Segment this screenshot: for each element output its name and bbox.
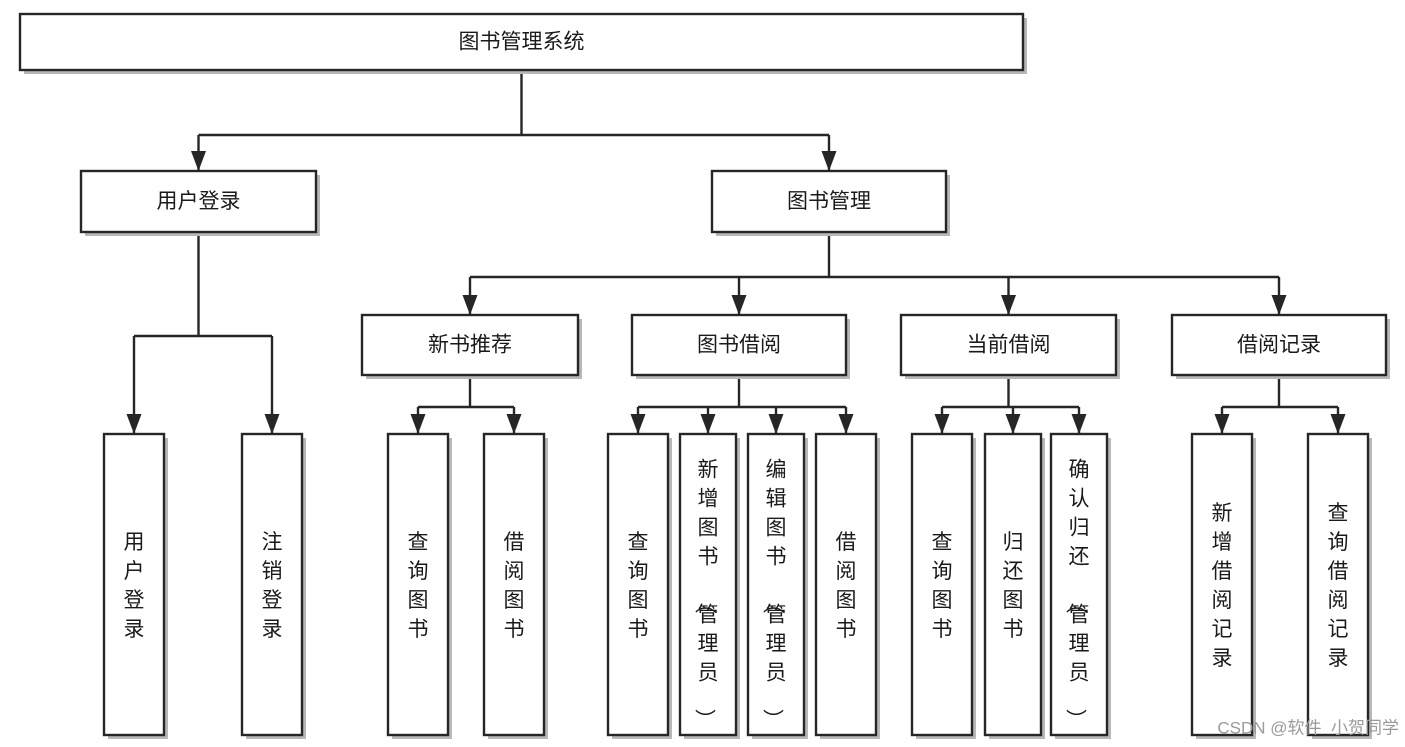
node-new-book-recommend[interactable]: 新书推荐 bbox=[360, 313, 582, 379]
node-box[interactable] bbox=[899, 313, 1118, 377]
node-label: 查询借阅记录 bbox=[1328, 502, 1349, 670]
node-label: 查询图书 bbox=[932, 531, 953, 641]
node-leaf-add-book-admin[interactable]: 新增图书（管理员） bbox=[678, 432, 740, 739]
arrow-head-icon bbox=[821, 151, 837, 171]
node-label: 新增图书（管理员） bbox=[693, 459, 719, 730]
node-box[interactable] bbox=[386, 432, 450, 737]
arrow-head-icon bbox=[1001, 295, 1016, 315]
node-box[interactable] bbox=[910, 432, 974, 737]
node-box[interactable] bbox=[710, 169, 948, 234]
node-label: 借阅图书 bbox=[504, 531, 525, 641]
node-box[interactable] bbox=[983, 432, 1043, 737]
arrow-head-icon bbox=[191, 151, 206, 171]
arrow-head-icon bbox=[126, 414, 142, 434]
node-box[interactable] bbox=[1170, 313, 1388, 377]
arrow-head-icon bbox=[1214, 414, 1230, 434]
node-label: 注销登录 bbox=[262, 531, 283, 641]
node-box[interactable] bbox=[606, 432, 670, 737]
node-leaf-query-borrow-record[interactable]: 查询借阅记录 bbox=[1306, 432, 1372, 739]
node-label: 图书借阅 bbox=[697, 334, 781, 357]
node-leaf-query-book-current[interactable]: 查询图书 bbox=[910, 432, 976, 739]
node-leaf-return-book[interactable]: 归还图书 bbox=[983, 432, 1045, 739]
node-book-management[interactable]: 图书管理 bbox=[710, 169, 950, 236]
node-label: 用户登录 bbox=[157, 190, 241, 213]
node-box[interactable] bbox=[79, 169, 318, 234]
node-label: 查询图书 bbox=[408, 531, 429, 641]
node-leaf-edit-book-admin[interactable]: 编辑图书（管理员） bbox=[746, 432, 808, 739]
arrow-head-icon bbox=[768, 414, 784, 434]
node-leaf-query-book-rec[interactable]: 查询图书 bbox=[386, 432, 452, 739]
arrow-head-icon bbox=[1005, 414, 1021, 434]
node-label: 编辑图书（管理员） bbox=[761, 459, 787, 730]
node-root[interactable]: 图书管理系统 bbox=[18, 12, 1027, 74]
node-label: 借阅记录 bbox=[1237, 334, 1321, 357]
node-box[interactable] bbox=[814, 432, 878, 737]
arrow-head-icon bbox=[934, 414, 950, 434]
node-leaf-borrow-book-rec[interactable]: 借阅图书 bbox=[482, 432, 548, 739]
node-box[interactable] bbox=[1190, 432, 1254, 737]
arrow-head-icon bbox=[1271, 295, 1287, 315]
arrow-head-icon bbox=[264, 414, 280, 434]
node-box[interactable] bbox=[482, 432, 546, 737]
node-box[interactable] bbox=[18, 12, 1025, 72]
node-user-login[interactable]: 用户登录 bbox=[79, 169, 320, 236]
node-leaf-user-logout[interactable]: 注销登录 bbox=[240, 432, 306, 739]
node-leaf-user-login[interactable]: 用户登录 bbox=[102, 432, 168, 739]
csdn-watermark: CSDN @软件_小贺同学 bbox=[1217, 718, 1399, 737]
node-label: 图书管理系统 bbox=[459, 31, 585, 54]
arrow-head-icon bbox=[630, 414, 646, 434]
node-layer: 图书管理系统用户登录图书管理新书推荐图书借阅当前借阅借阅记录用户登录注销登录查询… bbox=[18, 12, 1390, 739]
node-box[interactable] bbox=[360, 313, 580, 377]
arrow-head-icon bbox=[731, 295, 747, 315]
node-book-borrow[interactable]: 图书借阅 bbox=[630, 313, 850, 379]
node-box[interactable] bbox=[630, 313, 848, 377]
node-current-borrow[interactable]: 当前借阅 bbox=[899, 313, 1120, 379]
node-box[interactable] bbox=[746, 432, 806, 737]
node-label: 归还图书 bbox=[1003, 531, 1024, 641]
arrow-head-icon bbox=[838, 414, 854, 434]
arrow-head-icon bbox=[700, 414, 716, 434]
edge-layer bbox=[126, 70, 1346, 434]
node-label: 用户登录 bbox=[124, 531, 145, 641]
node-leaf-borrow-book[interactable]: 借阅图书 bbox=[814, 432, 880, 739]
node-label: 借阅图书 bbox=[836, 531, 857, 641]
arrow-head-icon bbox=[462, 295, 478, 315]
arrow-head-icon bbox=[410, 414, 426, 434]
node-borrow-record[interactable]: 借阅记录 bbox=[1170, 313, 1390, 379]
node-box[interactable] bbox=[102, 432, 166, 737]
node-box[interactable] bbox=[1049, 432, 1109, 737]
node-label: 新增借阅记录 bbox=[1212, 502, 1233, 670]
node-label: 新书推荐 bbox=[428, 334, 512, 357]
node-box[interactable] bbox=[1306, 432, 1370, 737]
node-box[interactable] bbox=[678, 432, 738, 737]
arrow-head-icon bbox=[1330, 414, 1346, 434]
node-label: 图书管理 bbox=[787, 190, 871, 213]
node-label: 当前借阅 bbox=[967, 334, 1051, 357]
arrow-head-icon bbox=[506, 414, 522, 434]
node-label: 确认归还（管理员） bbox=[1064, 459, 1090, 730]
node-leaf-confirm-return-admin[interactable]: 确认归还（管理员） bbox=[1049, 432, 1111, 739]
node-leaf-add-borrow-record[interactable]: 新增借阅记录 bbox=[1190, 432, 1256, 739]
node-box[interactable] bbox=[240, 432, 304, 737]
arrow-head-icon bbox=[1071, 414, 1087, 434]
node-label: 查询图书 bbox=[628, 531, 649, 641]
node-leaf-query-book-borrow[interactable]: 查询图书 bbox=[606, 432, 672, 739]
